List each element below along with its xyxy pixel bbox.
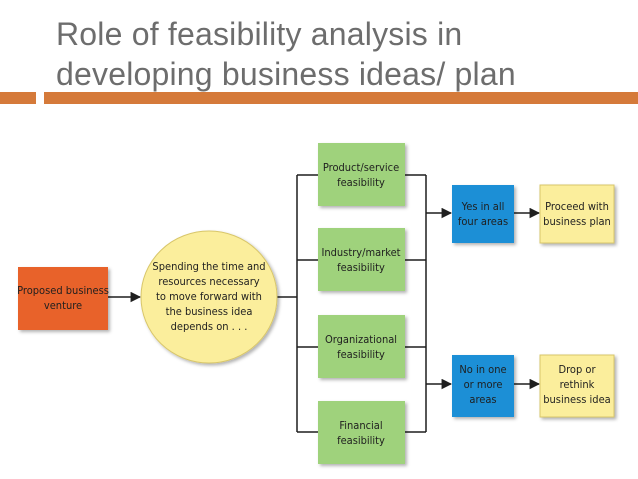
yes-all-areas-box: Yes in all four areas	[452, 185, 514, 243]
drop-line1: Drop or	[558, 363, 596, 376]
yes-line1: Yes in all	[461, 200, 505, 213]
product-feasibility-box: Product/service feasibility	[318, 143, 405, 206]
slide-title-line2: developing business ideas/ plan	[56, 56, 516, 92]
connectors	[108, 174, 541, 433]
no-line2: or more	[464, 378, 503, 391]
slide-title: Role of feasibility analysis in developi…	[56, 14, 626, 94]
product-line2: feasibility	[337, 176, 385, 189]
organizational-feasibility-box: Organizational feasibility	[318, 315, 405, 378]
accent-rule-right	[44, 92, 638, 104]
spending-line2: resources necessary	[158, 275, 259, 288]
proposed-line1: Proposed business	[17, 284, 109, 297]
organizational-line1: Organizational	[325, 333, 397, 346]
drop-box: Drop or rethink business idea	[539, 354, 615, 418]
organizational-line2: feasibility	[337, 348, 385, 361]
slide-title-line1: Role of feasibility analysis in	[56, 16, 463, 52]
spending-line4: the business idea	[166, 305, 253, 318]
no-areas-box: No in one or more areas	[452, 355, 514, 417]
no-line3: areas	[469, 393, 496, 406]
drop-line2: rethink	[560, 378, 595, 391]
proposed-business-box: Proposed business venture	[17, 267, 109, 330]
product-line1: Product/service	[323, 161, 399, 174]
spending-line1: Spending the time and	[152, 260, 265, 273]
accent-rule-left	[0, 92, 36, 104]
spending-circle: Spending the time and resources necessar…	[140, 230, 278, 364]
industry-feasibility-box: Industry/market feasibility	[318, 228, 405, 291]
drop-line3: business idea	[543, 393, 610, 406]
proceed-line1: Proceed with	[545, 200, 609, 213]
financial-feasibility-box: Financial feasibility	[318, 401, 405, 464]
industry-line1: Industry/market	[321, 246, 400, 259]
no-line1: No in one	[459, 363, 506, 376]
proposed-line2: venture	[44, 299, 82, 312]
proceed-box: Proceed with business plan	[539, 184, 615, 244]
proceed-line2: business plan	[543, 215, 611, 228]
yes-line2: four areas	[458, 215, 508, 228]
spending-line5: depends on . . .	[171, 320, 248, 333]
financial-line1: Financial	[339, 419, 382, 432]
financial-line2: feasibility	[337, 434, 385, 447]
spending-line3: to move forward with	[156, 290, 262, 303]
industry-line2: feasibility	[337, 261, 385, 274]
